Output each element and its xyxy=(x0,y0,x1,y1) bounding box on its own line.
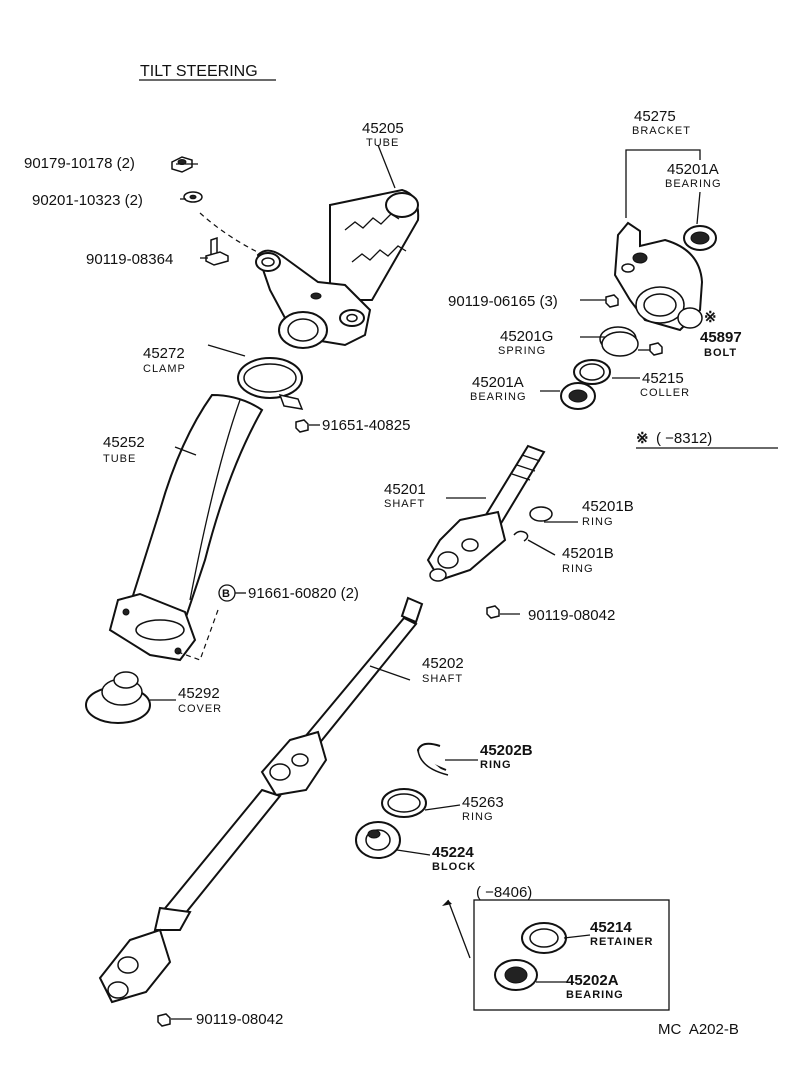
svg-text:45272: 45272 xyxy=(143,345,185,362)
svg-text:BLOCK: BLOCK xyxy=(432,861,476,873)
svg-text:45201B: 45201B xyxy=(582,498,634,515)
svg-text:45202: 45202 xyxy=(422,655,464,672)
leader-lines xyxy=(150,144,778,1020)
label-90119-08042-a: 90119-08042 xyxy=(528,607,615,624)
svg-text:45201G: 45201G xyxy=(500,328,553,345)
svg-text:RING: RING xyxy=(480,759,512,771)
svg-text:45202B: 45202B xyxy=(480,742,533,759)
svg-text:90119-08042: 90119-08042 xyxy=(196,1011,283,1028)
svg-text:SPRING: SPRING xyxy=(498,345,546,357)
svg-text:COVER: COVER xyxy=(178,703,222,715)
tube-45205-drawing xyxy=(171,156,420,349)
label-45215: 45215 COLLER xyxy=(640,370,690,399)
svg-text:45201: 45201 xyxy=(384,481,426,498)
svg-text:RING: RING xyxy=(462,811,494,823)
svg-text:BEARING: BEARING xyxy=(566,989,624,1001)
svg-text:RETAINER: RETAINER xyxy=(590,936,653,948)
svg-text:TUBE: TUBE xyxy=(366,137,399,149)
svg-text:※: ※ xyxy=(704,309,717,326)
svg-text:90201-10323 (2): 90201-10323 (2) xyxy=(32,192,143,209)
label-45205: 45205 TUBE xyxy=(362,120,404,149)
label-45252: 45252 TUBE xyxy=(103,434,145,465)
label-45897: ※ 45897 BOLT xyxy=(700,309,742,359)
svg-text:RING: RING xyxy=(562,563,594,575)
clamp-tube-cover-drawing xyxy=(85,357,309,724)
footer-code: MC A202-B xyxy=(658,1021,739,1038)
label-91651: 91651-40825 xyxy=(322,417,410,434)
diagram-title: TILT STEERING xyxy=(139,63,276,81)
svg-text:※: ※ xyxy=(636,430,649,447)
svg-text:90179-10178 (2): 90179-10178 (2) xyxy=(24,155,135,172)
label-45201G: 45201G SPRING xyxy=(498,328,553,357)
svg-text:BRACKET: BRACKET xyxy=(632,125,691,137)
svg-text:SHAFT: SHAFT xyxy=(422,673,463,685)
shaft-45201-drawing xyxy=(426,444,553,619)
svg-text:45202A: 45202A xyxy=(566,972,619,989)
label-45202B: 45202B RING xyxy=(480,742,533,771)
svg-text:SHAFT: SHAFT xyxy=(384,498,425,510)
label-91661: B 91661-60820 (2) xyxy=(218,584,359,602)
svg-text:45252: 45252 xyxy=(103,434,145,451)
label-45201B-1: 45201B RING xyxy=(582,498,634,528)
label-45275: 45275 BRACKET xyxy=(632,108,691,137)
svg-text:90119-08042: 90119-08042 xyxy=(528,607,615,624)
svg-text:B: B xyxy=(222,588,231,600)
svg-text:CLAMP: CLAMP xyxy=(143,363,186,375)
range-note-8312: ※ ( −8312) xyxy=(636,430,712,447)
svg-text:RING: RING xyxy=(582,516,614,528)
label-45214: 45214 RETAINER xyxy=(590,919,653,948)
svg-text:45224: 45224 xyxy=(432,844,474,861)
label-45201A-top: 45201A BEARING xyxy=(665,161,722,190)
title-text: TILT STEERING xyxy=(140,63,258,80)
bracket-assembly-drawing xyxy=(560,149,717,410)
svg-text:45275: 45275 xyxy=(634,108,676,125)
svg-text:( −8406): ( −8406) xyxy=(476,884,532,901)
svg-text:COLLER: COLLER xyxy=(640,387,690,399)
svg-text:90119-08364: 90119-08364 xyxy=(86,251,173,268)
label-90119-08042-b: 90119-08042 xyxy=(196,1011,283,1028)
range-note-8406: ( −8406) xyxy=(476,884,532,901)
svg-text:45201A: 45201A xyxy=(667,161,719,178)
label-90119-06165: 90119-06165 (3) xyxy=(448,293,558,310)
lower-right-drawing xyxy=(355,742,670,1011)
svg-text:BOLT: BOLT xyxy=(704,347,737,359)
label-45224: 45224 BLOCK xyxy=(432,844,476,873)
svg-text:45897: 45897 xyxy=(700,329,742,346)
label-45201B-2: 45201B RING xyxy=(562,545,614,575)
svg-text:90119-06165 (3): 90119-06165 (3) xyxy=(448,293,558,310)
label-45272: 45272 CLAMP xyxy=(143,345,186,375)
label-90119-08364: 90119-08364 xyxy=(86,251,173,268)
svg-text:45292: 45292 xyxy=(178,685,220,702)
svg-text:91661-60820 (2): 91661-60820 (2) xyxy=(248,585,359,602)
svg-text:45214: 45214 xyxy=(590,919,632,936)
label-45263: 45263 RING xyxy=(462,794,504,823)
label-45201: 45201 SHAFT xyxy=(384,481,426,510)
label-45201A-low: 45201A BEARING xyxy=(470,374,527,403)
svg-text:( −8312): ( −8312) xyxy=(656,430,712,447)
svg-text:91651-40825: 91651-40825 xyxy=(322,417,410,434)
label-45292: 45292 COVER xyxy=(178,685,222,715)
svg-text:TUBE: TUBE xyxy=(103,453,136,465)
shaft-45202-drawing xyxy=(98,596,424,1027)
label-90201: 90201-10323 (2) xyxy=(32,192,143,209)
svg-text:45215: 45215 xyxy=(642,370,684,387)
label-45202A: 45202A BEARING xyxy=(566,972,624,1001)
label-90179: 90179-10178 (2) xyxy=(24,155,135,172)
svg-text:45201A: 45201A xyxy=(472,374,524,391)
label-45202: 45202 SHAFT xyxy=(422,655,464,685)
svg-text:BEARING: BEARING xyxy=(665,178,722,190)
svg-text:45201B: 45201B xyxy=(562,545,614,562)
svg-text:BEARING: BEARING xyxy=(470,391,527,403)
svg-text:45205: 45205 xyxy=(362,120,404,137)
svg-text:45263: 45263 xyxy=(462,794,504,811)
